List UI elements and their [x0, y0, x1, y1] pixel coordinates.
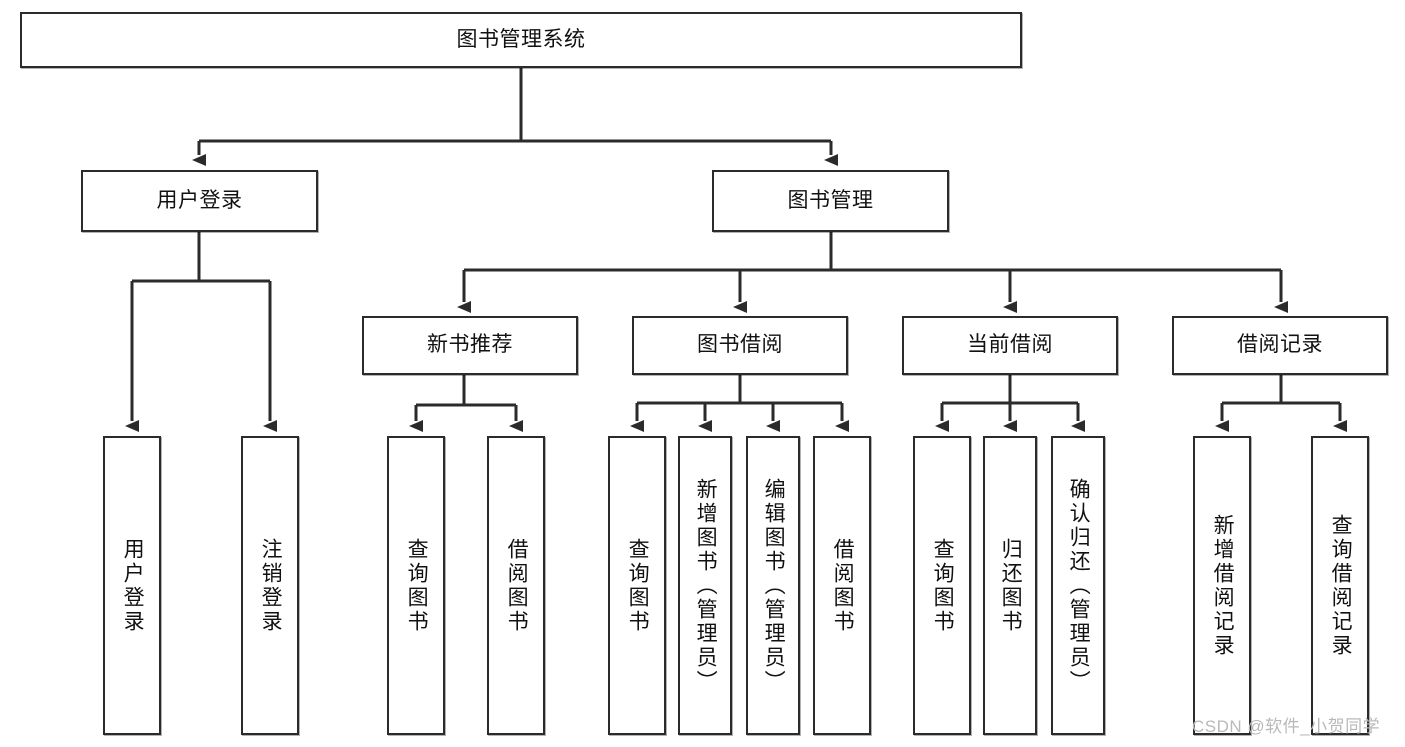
leaf-query-book-1[interactable]: 查询图书: [387, 436, 445, 735]
leaf-query-record-label: 查询借阅记录: [1329, 513, 1353, 658]
node-new-book-recommend[interactable]: 新书推荐: [362, 316, 578, 375]
leaf-query-book-3[interactable]: 查询图书: [913, 436, 971, 735]
leaf-query-book-3-label: 查询图书: [931, 537, 955, 634]
node-borrow-record-label: 借阅记录: [1237, 333, 1323, 357]
node-new-book-recommend-label: 新书推荐: [427, 333, 513, 357]
node-book-manage-label: 图书管理: [787, 188, 874, 212]
leaf-user-logout[interactable]: 注销登录: [241, 436, 299, 735]
leaf-add-book-label: 新增图书（管理员）: [694, 477, 718, 694]
leaf-edit-book[interactable]: 编辑图书（管理员）: [746, 436, 800, 735]
leaf-query-book-2[interactable]: 查询图书: [608, 436, 666, 735]
node-user-login-label: 用户登录: [156, 188, 243, 212]
leaf-query-book-1-label: 查询图书: [405, 537, 429, 634]
node-current-borrow[interactable]: 当前借阅: [902, 316, 1118, 375]
leaf-return-book[interactable]: 归还图书: [983, 436, 1037, 735]
leaf-confirm-return-label: 确认归还（管理员）: [1067, 477, 1091, 694]
leaf-return-book-label: 归还图书: [999, 537, 1023, 634]
node-root-label: 图书管理系统: [456, 27, 586, 51]
node-user-login[interactable]: 用户登录: [81, 170, 318, 232]
leaf-user-login[interactable]: 用户登录: [103, 436, 161, 735]
node-borrow-record[interactable]: 借阅记录: [1172, 316, 1388, 375]
node-book-borrow[interactable]: 图书借阅: [632, 316, 848, 375]
leaf-confirm-return[interactable]: 确认归还（管理员）: [1051, 436, 1105, 735]
leaf-add-book[interactable]: 新增图书（管理员）: [678, 436, 732, 735]
node-current-borrow-label: 当前借阅: [967, 333, 1053, 357]
leaf-borrow-book-2[interactable]: 借阅图书: [813, 436, 871, 735]
leaf-query-book-2-label: 查询图书: [626, 537, 650, 634]
node-book-manage[interactable]: 图书管理: [712, 170, 949, 232]
leaf-add-record-label: 新增借阅记录: [1211, 513, 1235, 658]
leaf-user-logout-label: 注销登录: [259, 537, 283, 634]
leaf-query-record[interactable]: 查询借阅记录: [1311, 436, 1369, 735]
node-book-borrow-label: 图书借阅: [697, 333, 783, 357]
leaf-borrow-book-1[interactable]: 借阅图书: [487, 436, 545, 735]
leaf-add-record[interactable]: 新增借阅记录: [1193, 436, 1251, 735]
leaf-edit-book-label: 编辑图书（管理员）: [762, 477, 786, 694]
leaf-borrow-book-1-label: 借阅图书: [505, 537, 529, 634]
leaf-borrow-book-2-label: 借阅图书: [831, 537, 855, 634]
node-root[interactable]: 图书管理系统: [20, 12, 1022, 68]
watermark-text: CSDN @软件_小贺同学: [1192, 717, 1381, 736]
leaf-user-login-label: 用户登录: [121, 537, 145, 634]
